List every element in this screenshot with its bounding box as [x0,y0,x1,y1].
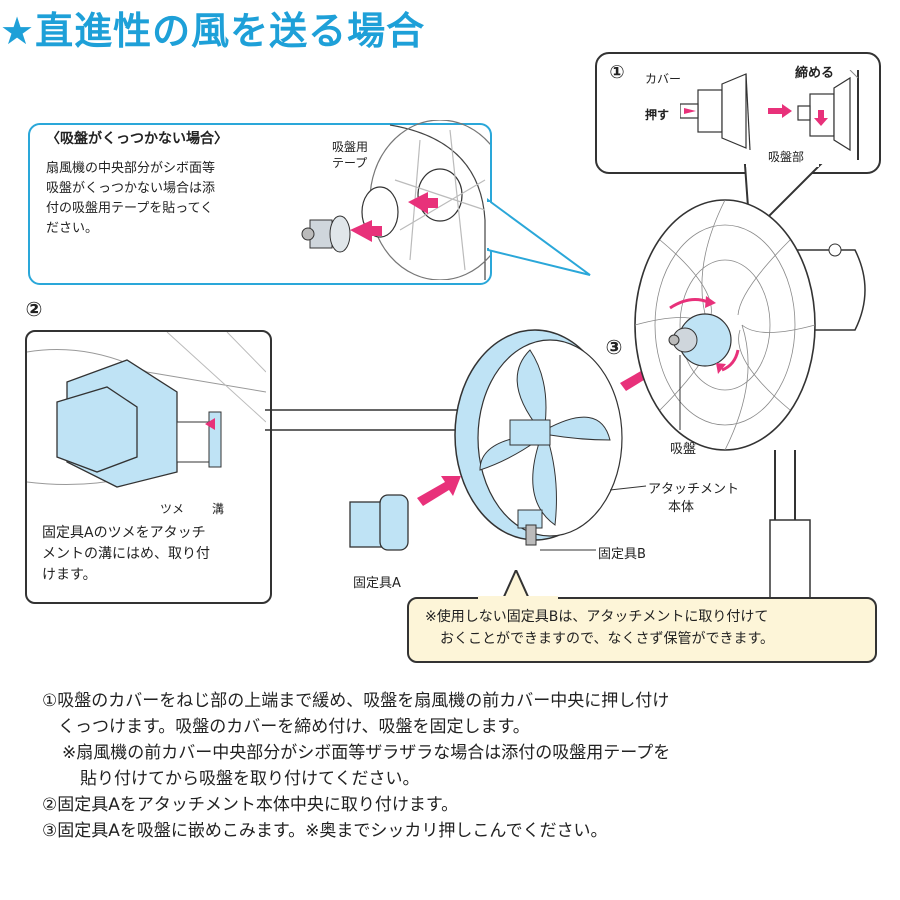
suction-note-line: 付の吸盤用テープを貼ってく [46,201,214,216]
instruction-line: 貼り付けてから吸盤を取り付けてください。 [80,769,420,789]
step2-number: ② [25,297,43,321]
step2-detail-illustration [27,332,266,488]
yellow-note-line: おくことができますので、なくさず保管ができます。 [440,631,775,647]
attachment-label: 本体 [668,500,695,515]
fixture-a-icon [349,494,409,551]
step2-desc-line: けます。 [42,567,97,583]
mizo-label: 溝 [212,502,225,516]
instruction-line: ②固定具Aをアタッチメント本体中央に取り付けます。 [42,795,459,815]
fixture-b-leader [540,549,596,551]
fixture-b-label: 固定具B [598,547,646,562]
suction-cup-icon [301,215,351,253]
suction-note-line: 吸盤がくっつかない場合は添 [46,181,216,196]
page-title: ★直進性の風を送る場合 [0,9,426,53]
callout-pointer [484,198,591,276]
suction-note-heading: 〈吸盤がくっつかない場合〉 [46,131,228,147]
suction-label: 吸盤 [670,442,697,457]
attachment-label: アタッチメント [648,482,740,497]
attachment-leader [610,485,647,491]
suction-note-line: 扇風機の中央部分がシボ面等 [46,161,216,176]
fixture-a-label: 固定具A [353,576,401,591]
arrow-icon [417,476,461,506]
tape-label: テープ [332,156,368,170]
step1-illustration [680,70,859,160]
instruction-line: ①吸盤のカバーをねじ部の上端まで緩め、吸盤を扇風機の前カバー中央に押し付け [42,691,670,711]
step1-number: ① [609,62,625,83]
suction-note-line: ださい。 [46,221,99,236]
fan-illustration [634,199,866,610]
tape-label: 吸盤用 [332,140,369,154]
yellow-note-line: ※使用しない固定具Bは、アタッチメントに取り付けて [425,609,769,625]
instruction-line: くっつけます。吸盤のカバーを締め付け、吸盤を固定します。 [58,717,530,737]
step2-desc-line: 固定具Aのツメをアタッチ [42,525,206,541]
step2-desc-line: メントの溝にはめ、取り付 [42,546,210,562]
step3-number: ③ [605,335,623,359]
instruction-line: ③固定具Aを吸盤に嵌めこみます。※奥までシッカリ押しこんでください。 [42,821,608,841]
tighten-label: 締める [795,66,835,81]
yellow-note [407,597,877,663]
tsume-label: ツメ [160,502,185,516]
instruction-line: ※扇風機の前カバー中央部分がシボ面等ザラザラな場合は添付の吸盤用テープを [62,743,671,763]
fan-cover-illustration [301,120,490,280]
cover-label: カバー [645,72,682,86]
push-label: 押す [645,108,670,122]
attachment-body-illustration [454,329,623,546]
suction-part-label: 吸盤部 [768,150,805,164]
